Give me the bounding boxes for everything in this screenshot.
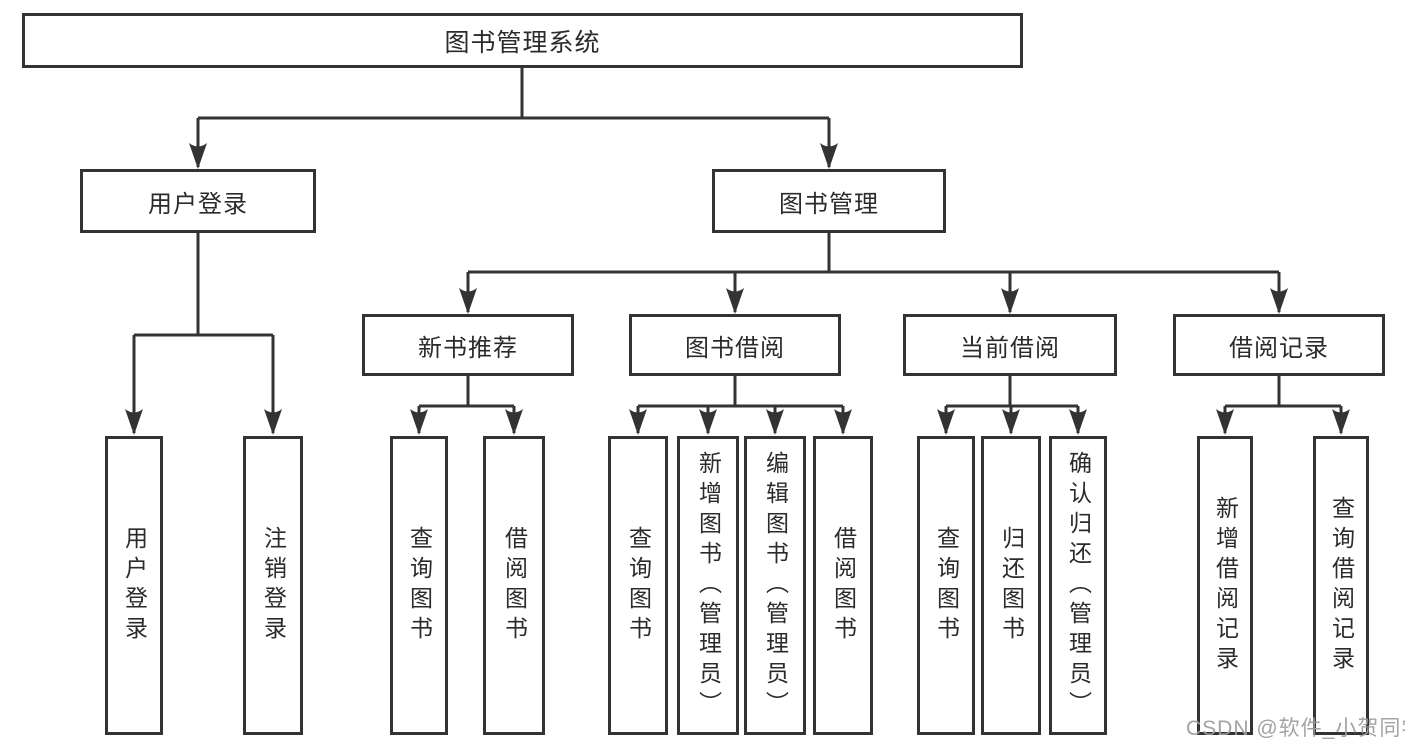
node-library-management-system: 图书管理系统	[22, 13, 1023, 68]
node-new-book-recommend: 新书推荐	[362, 314, 574, 376]
leaf-query-books-recommend: 查询图书	[390, 436, 448, 735]
leaf-add-borrow-record: 新增借阅记录	[1197, 436, 1253, 735]
leaf-label: 查询图书	[625, 525, 652, 646]
leaf-borrow-books-recommend: 借阅图书	[483, 436, 545, 735]
leaf-label: 编辑图书（管理员）	[762, 450, 789, 721]
node-label: 新书推荐	[418, 334, 518, 362]
node-label: 图书管理	[779, 190, 879, 218]
leaf-label: 新增借阅记录	[1212, 495, 1239, 676]
leaf-label: 借阅图书	[830, 525, 857, 646]
leaf-user-login: 用户登录	[105, 436, 163, 735]
node-label: 用户登录	[148, 190, 248, 218]
leaf-label: 查询图书	[406, 525, 433, 646]
leaf-edit-books-admin: 编辑图书（管理员）	[744, 436, 806, 735]
node-label: 图书管理系统	[444, 28, 601, 57]
leaf-logout: 注销登录	[243, 436, 303, 735]
leaf-label: 确认归还（管理员）	[1065, 450, 1092, 721]
leaf-query-borrow-record: 查询借阅记录	[1313, 436, 1369, 735]
leaf-query-books-current: 查询图书	[917, 436, 975, 735]
leaf-confirm-return-admin: 确认归还（管理员）	[1049, 436, 1107, 735]
node-user-login: 用户登录	[80, 169, 316, 233]
leaf-label: 查询借阅记录	[1328, 495, 1355, 676]
leaf-label: 查询图书	[933, 525, 960, 646]
leaf-label: 用户登录	[121, 525, 148, 646]
node-label: 当前借阅	[960, 334, 1060, 362]
node-label: 图书借阅	[685, 334, 785, 362]
leaf-return-books: 归还图书	[981, 436, 1041, 735]
leaf-label: 归还图书	[998, 525, 1025, 646]
node-book-borrowing: 图书借阅	[629, 314, 841, 376]
leaf-label: 借阅图书	[501, 525, 528, 646]
node-label: 借阅记录	[1229, 334, 1329, 362]
leaf-label: 注销登录	[260, 525, 287, 646]
csdn-watermark: CSDN @软件_小贺同学	[1186, 717, 1405, 740]
node-book-management: 图书管理	[712, 169, 946, 233]
leaf-query-books-borrowing: 查询图书	[608, 436, 668, 735]
leaf-add-books-admin: 新增图书（管理员）	[677, 436, 739, 735]
node-borrowing-records: 借阅记录	[1173, 314, 1385, 376]
leaf-label: 新增图书（管理员）	[695, 450, 722, 721]
leaf-borrow-books: 借阅图书	[813, 436, 873, 735]
node-current-borrowing: 当前借阅	[903, 314, 1117, 376]
